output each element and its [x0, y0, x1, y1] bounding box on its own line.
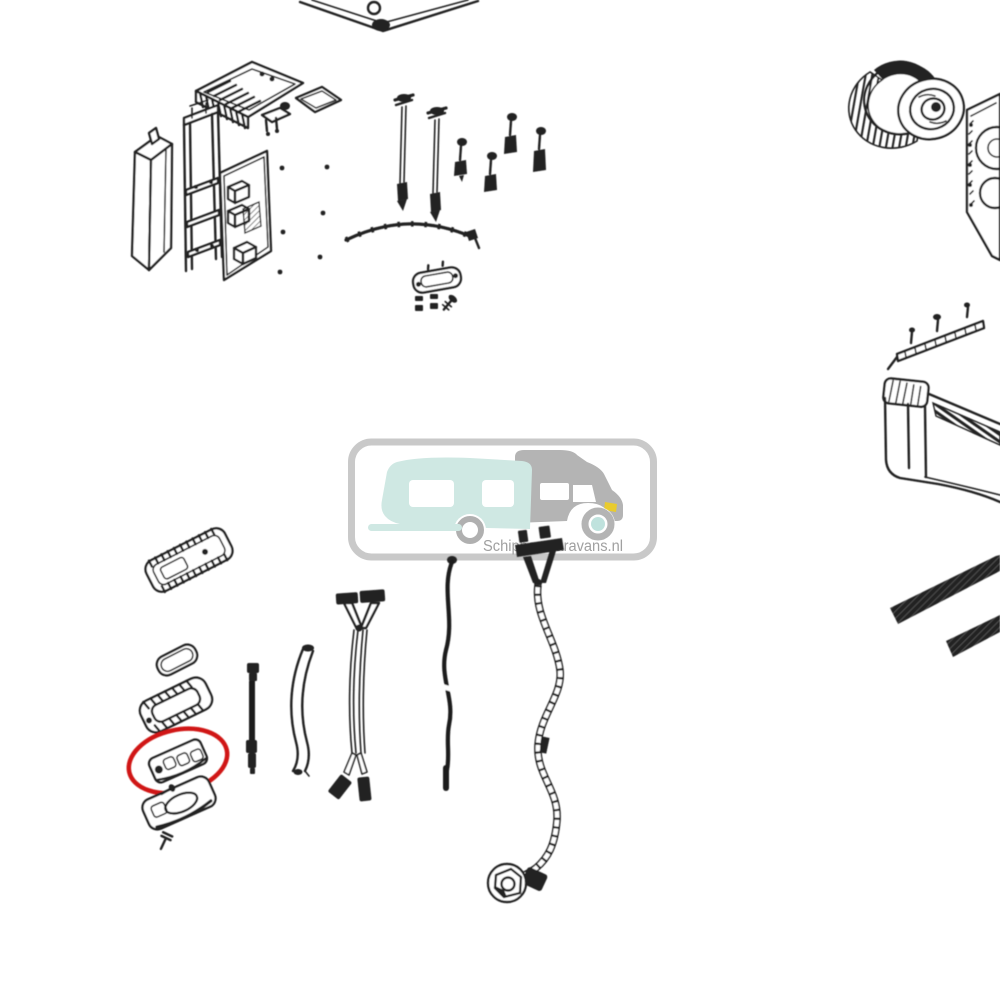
long-bolt-2: [426, 106, 448, 222]
jumper-cable: [246, 663, 259, 774]
frame-bezel: [138, 676, 214, 734]
motor-plate: [965, 92, 1000, 262]
bracket-screw: [160, 784, 176, 796]
watermark: Schipperscaravans.nl: [348, 438, 657, 561]
control-unit: [194, 60, 343, 136]
side-panel-with-relays: [218, 149, 273, 282]
remote-control: [144, 527, 234, 594]
ignition-wire: [440, 556, 458, 791]
screws: [454, 113, 546, 192]
headlight: [604, 502, 617, 512]
mounting-rail: [886, 302, 986, 371]
blower-fan-wheel: [848, 60, 965, 150]
small-fasteners: [415, 294, 458, 311]
screw-dots: [277, 164, 330, 275]
seal-ring: [155, 643, 199, 677]
panel-corner-partial: [298, 0, 480, 33]
caravan-graphic: [368, 457, 532, 546]
housing-tray: [882, 377, 1000, 504]
y-harness: [328, 589, 386, 802]
switch-module-highlighted: [147, 738, 209, 784]
flat-gasket: [411, 260, 463, 294]
mounting-frame: [130, 126, 174, 272]
small-screw: [159, 831, 174, 851]
mounting-bracket: [141, 775, 217, 831]
power-cable: [486, 525, 564, 904]
grille-strips: [890, 555, 1000, 657]
curved-wires: [290, 644, 315, 777]
curved-cable: [344, 221, 481, 250]
ladder-bracket: [182, 99, 224, 273]
round-plug: [486, 862, 548, 904]
long-bolt-1: [393, 93, 415, 211]
motorhome-graphic: [515, 450, 623, 541]
